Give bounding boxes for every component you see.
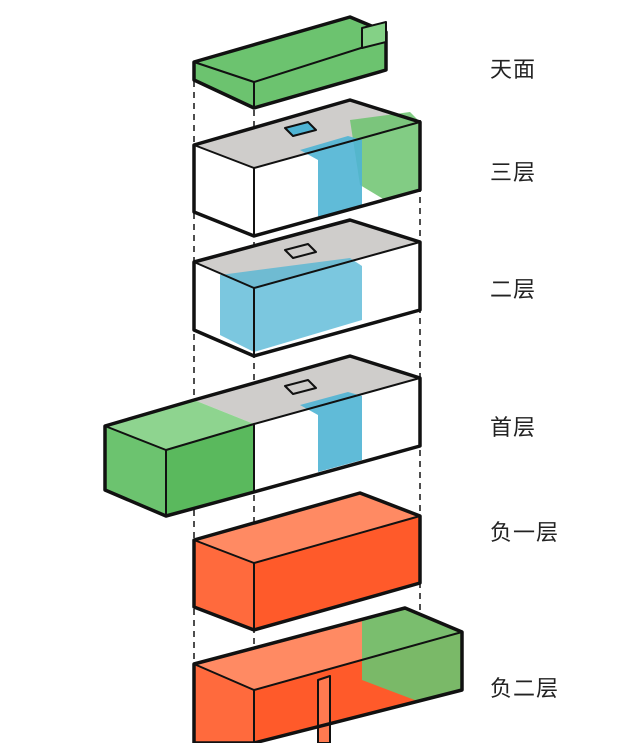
floor-label-ground: 首层 (490, 416, 537, 441)
floor-label-basement-2: 负二层 (490, 677, 560, 702)
green-annex-top (105, 400, 254, 450)
blue-double-height-space (220, 258, 362, 352)
blue-atrium-base (300, 392, 362, 472)
basement-2-volume (192, 606, 464, 743)
floor-label-third: 三层 (490, 161, 537, 186)
floor-opening (284, 243, 317, 259)
floor-label-second: 二层 (490, 278, 537, 303)
second-floor-volume (192, 218, 422, 358)
floor-label-basement-1: 负一层 (490, 521, 560, 546)
ground-floor-volume (103, 354, 422, 518)
basement-1-volume (192, 491, 422, 632)
blue-atrium (300, 136, 362, 218)
green-volume (350, 112, 420, 200)
roof-slab (192, 15, 388, 110)
roof-opening (284, 121, 317, 137)
third-floor-volume (192, 98, 422, 238)
green-volume-basement (362, 608, 462, 702)
floor-label-roof: 天面 (490, 58, 537, 83)
